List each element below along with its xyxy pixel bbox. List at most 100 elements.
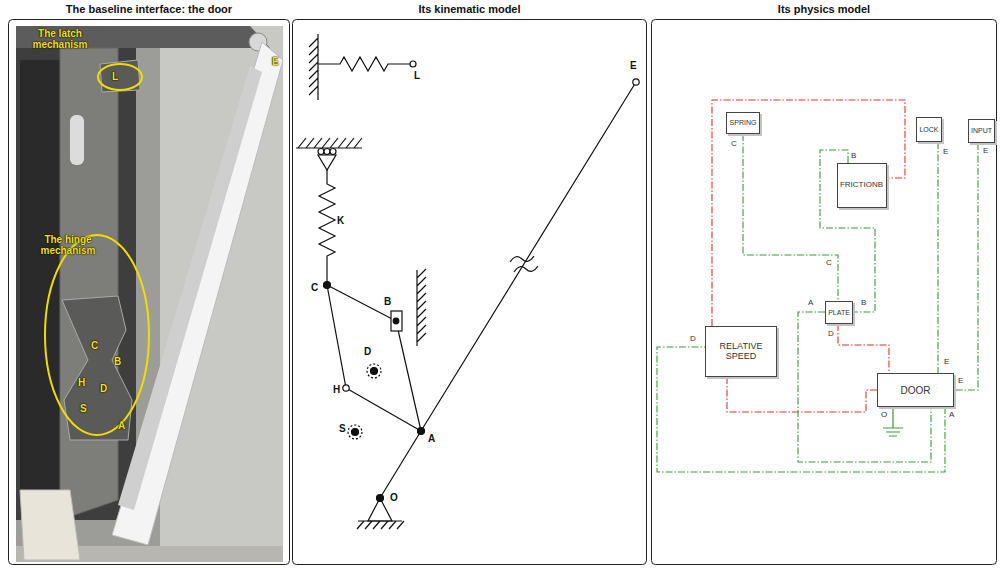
port-label: C	[826, 259, 832, 268]
block-name: LOCK	[919, 126, 938, 134]
door-panel	[112, 42, 283, 545]
panel-frame	[9, 20, 290, 565]
port-label: E	[958, 377, 963, 386]
joint-label: S	[339, 423, 346, 434]
joint-label: C	[311, 282, 318, 293]
fixed-pin-ring	[348, 425, 362, 439]
model-block: INPUT	[968, 119, 995, 143]
port-label: A	[949, 411, 954, 420]
signal-wire	[838, 324, 889, 373]
block-name: SPRING	[730, 119, 757, 127]
machine-body	[16, 48, 136, 520]
port-label: C	[731, 140, 737, 149]
port-label: E	[943, 148, 948, 157]
callout-text: The hinge mechanism	[34, 234, 102, 256]
signal-wire	[743, 134, 838, 301]
roller	[324, 149, 330, 155]
block-name: DOOR	[901, 385, 931, 396]
joint-label: D	[364, 346, 371, 357]
fixed-pin-ring	[367, 364, 381, 378]
joint-dot	[324, 282, 331, 289]
signal-wire	[798, 312, 931, 462]
signal-wire	[657, 347, 945, 472]
signal-wire	[937, 142, 938, 373]
joint-hollow	[410, 61, 416, 67]
callout-text: The latch mechanism	[26, 28, 94, 50]
part-letter: D	[100, 383, 107, 394]
latch-spring	[318, 57, 410, 71]
block-name: FRICTIONB	[840, 181, 883, 190]
hinge-spring	[319, 170, 335, 285]
part-letter: E	[272, 56, 279, 67]
part-letter: S	[80, 403, 87, 414]
joint-label: E	[630, 60, 637, 71]
machine-interior	[20, 60, 60, 510]
panel-title: Its physics model	[651, 2, 997, 16]
block-name: PLATE	[828, 309, 850, 317]
roller	[318, 149, 324, 155]
figure-panel: Its kinematic model	[292, 2, 647, 566]
ground-hatch	[296, 138, 362, 148]
block-name: RELATIVE SPEED	[716, 342, 766, 362]
port-label: D	[690, 335, 696, 344]
part-letter: H	[78, 377, 85, 388]
joint-label: H	[333, 384, 340, 395]
plate-slot	[70, 115, 84, 165]
joint-label: B	[384, 296, 391, 307]
port-label: E	[983, 147, 988, 156]
highlight-ellipse	[98, 64, 142, 90]
part-letter: B	[114, 356, 121, 367]
port-label: B	[851, 152, 856, 161]
break-mark	[510, 256, 538, 272]
model-block: LOCK	[916, 117, 942, 142]
door-edge	[118, 66, 262, 510]
port-label: E	[944, 358, 949, 367]
door-photo	[16, 26, 283, 562]
joint-label: K	[337, 215, 344, 226]
port-label: O	[881, 411, 887, 420]
joint-label: O	[390, 492, 398, 503]
side-plate	[60, 48, 118, 520]
joint-label: A	[428, 433, 435, 444]
model-block: FRICTIONB	[837, 163, 887, 208]
wall-hatch	[309, 34, 318, 100]
roller	[330, 149, 336, 155]
model-block: SPRING	[726, 112, 760, 134]
joint-hollow	[633, 79, 639, 85]
slider-block	[391, 311, 402, 331]
port-label: A	[808, 299, 813, 308]
highlight-ellipse	[45, 235, 149, 435]
hinge-part	[62, 296, 132, 440]
link-bar	[327, 82, 636, 498]
panel-title: The baseline interface: the door	[8, 2, 290, 16]
fixed-pin	[371, 368, 378, 375]
model-block: PLATE	[825, 301, 853, 324]
signal-wire	[712, 100, 905, 326]
wall-hatch	[417, 269, 426, 346]
panel-title: Its kinematic model	[292, 2, 647, 16]
model-block: DOOR	[877, 373, 954, 407]
part-letter: C	[91, 340, 98, 351]
model-block: RELATIVE SPEED	[705, 326, 777, 377]
panel-frame	[293, 20, 647, 565]
ground-hatch	[357, 521, 404, 529]
door-foot	[20, 490, 80, 560]
joint-hollow	[343, 385, 349, 391]
kinematic-drawing	[296, 34, 639, 529]
block-name: INPUT	[971, 127, 992, 135]
port-label: D	[828, 330, 834, 339]
panel-frame	[652, 20, 997, 565]
fixed-pin	[352, 429, 359, 436]
joint-dot	[418, 428, 425, 435]
joint-label: L	[414, 70, 420, 81]
signal-wire	[727, 377, 877, 412]
photo-background	[16, 26, 283, 562]
part-letter: L	[112, 71, 118, 82]
joint-dot	[393, 318, 399, 324]
signal-wire	[954, 143, 978, 390]
figure-panel: Its physics modelSPRING LOCK INPUT FRICTION…	[651, 2, 997, 566]
joint-dot	[377, 495, 384, 502]
pivot-triangle	[318, 155, 336, 170]
